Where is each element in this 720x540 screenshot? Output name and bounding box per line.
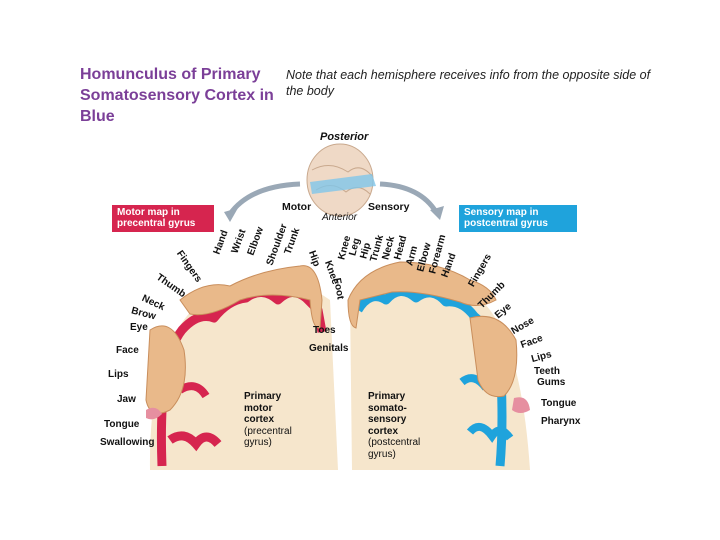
motor-label-tongue: Tongue [104, 419, 140, 430]
brain-icon [306, 143, 376, 217]
motor-hemisphere [145, 265, 338, 470]
motor-header: Motor [282, 201, 312, 213]
sensory-header: Sensory [368, 201, 410, 213]
motor-label-jaw: Jaw [117, 394, 136, 405]
motor-label-toes: Toes [313, 325, 336, 336]
sensory-hemisphere [347, 261, 530, 470]
sensory-label-teeth: Teeth [534, 366, 560, 377]
posterior-label: Posterior [320, 131, 369, 143]
page-title: Homunculus of Primary Somatosensory Cort… [80, 66, 274, 125]
motor-label-lips: Lips [108, 369, 129, 380]
sensory-label-gums: Gums [537, 377, 566, 388]
motor-label-genitals: Genitals [309, 343, 349, 354]
sensory-face-icon [469, 315, 518, 398]
motor-label-swallowing: Swallowing [100, 437, 155, 448]
motor-map-label: Motor map in precentral gyrus [112, 205, 214, 232]
motor-label-face: Face [116, 345, 139, 356]
motor-arrow [227, 181, 301, 216]
motor-label-eye: Eye [130, 322, 148, 333]
sensory-label-tongue: Tongue [541, 398, 577, 409]
anterior-label: Anterior [322, 212, 358, 223]
sensory-label-pharynx: Pharynx [541, 416, 581, 427]
sensory-map-label: Sensory map in postcentral gyrus [459, 205, 577, 232]
sensory-arrow [379, 181, 439, 214]
hemisphere-note: Note that each hemisphere receives info … [286, 68, 651, 98]
